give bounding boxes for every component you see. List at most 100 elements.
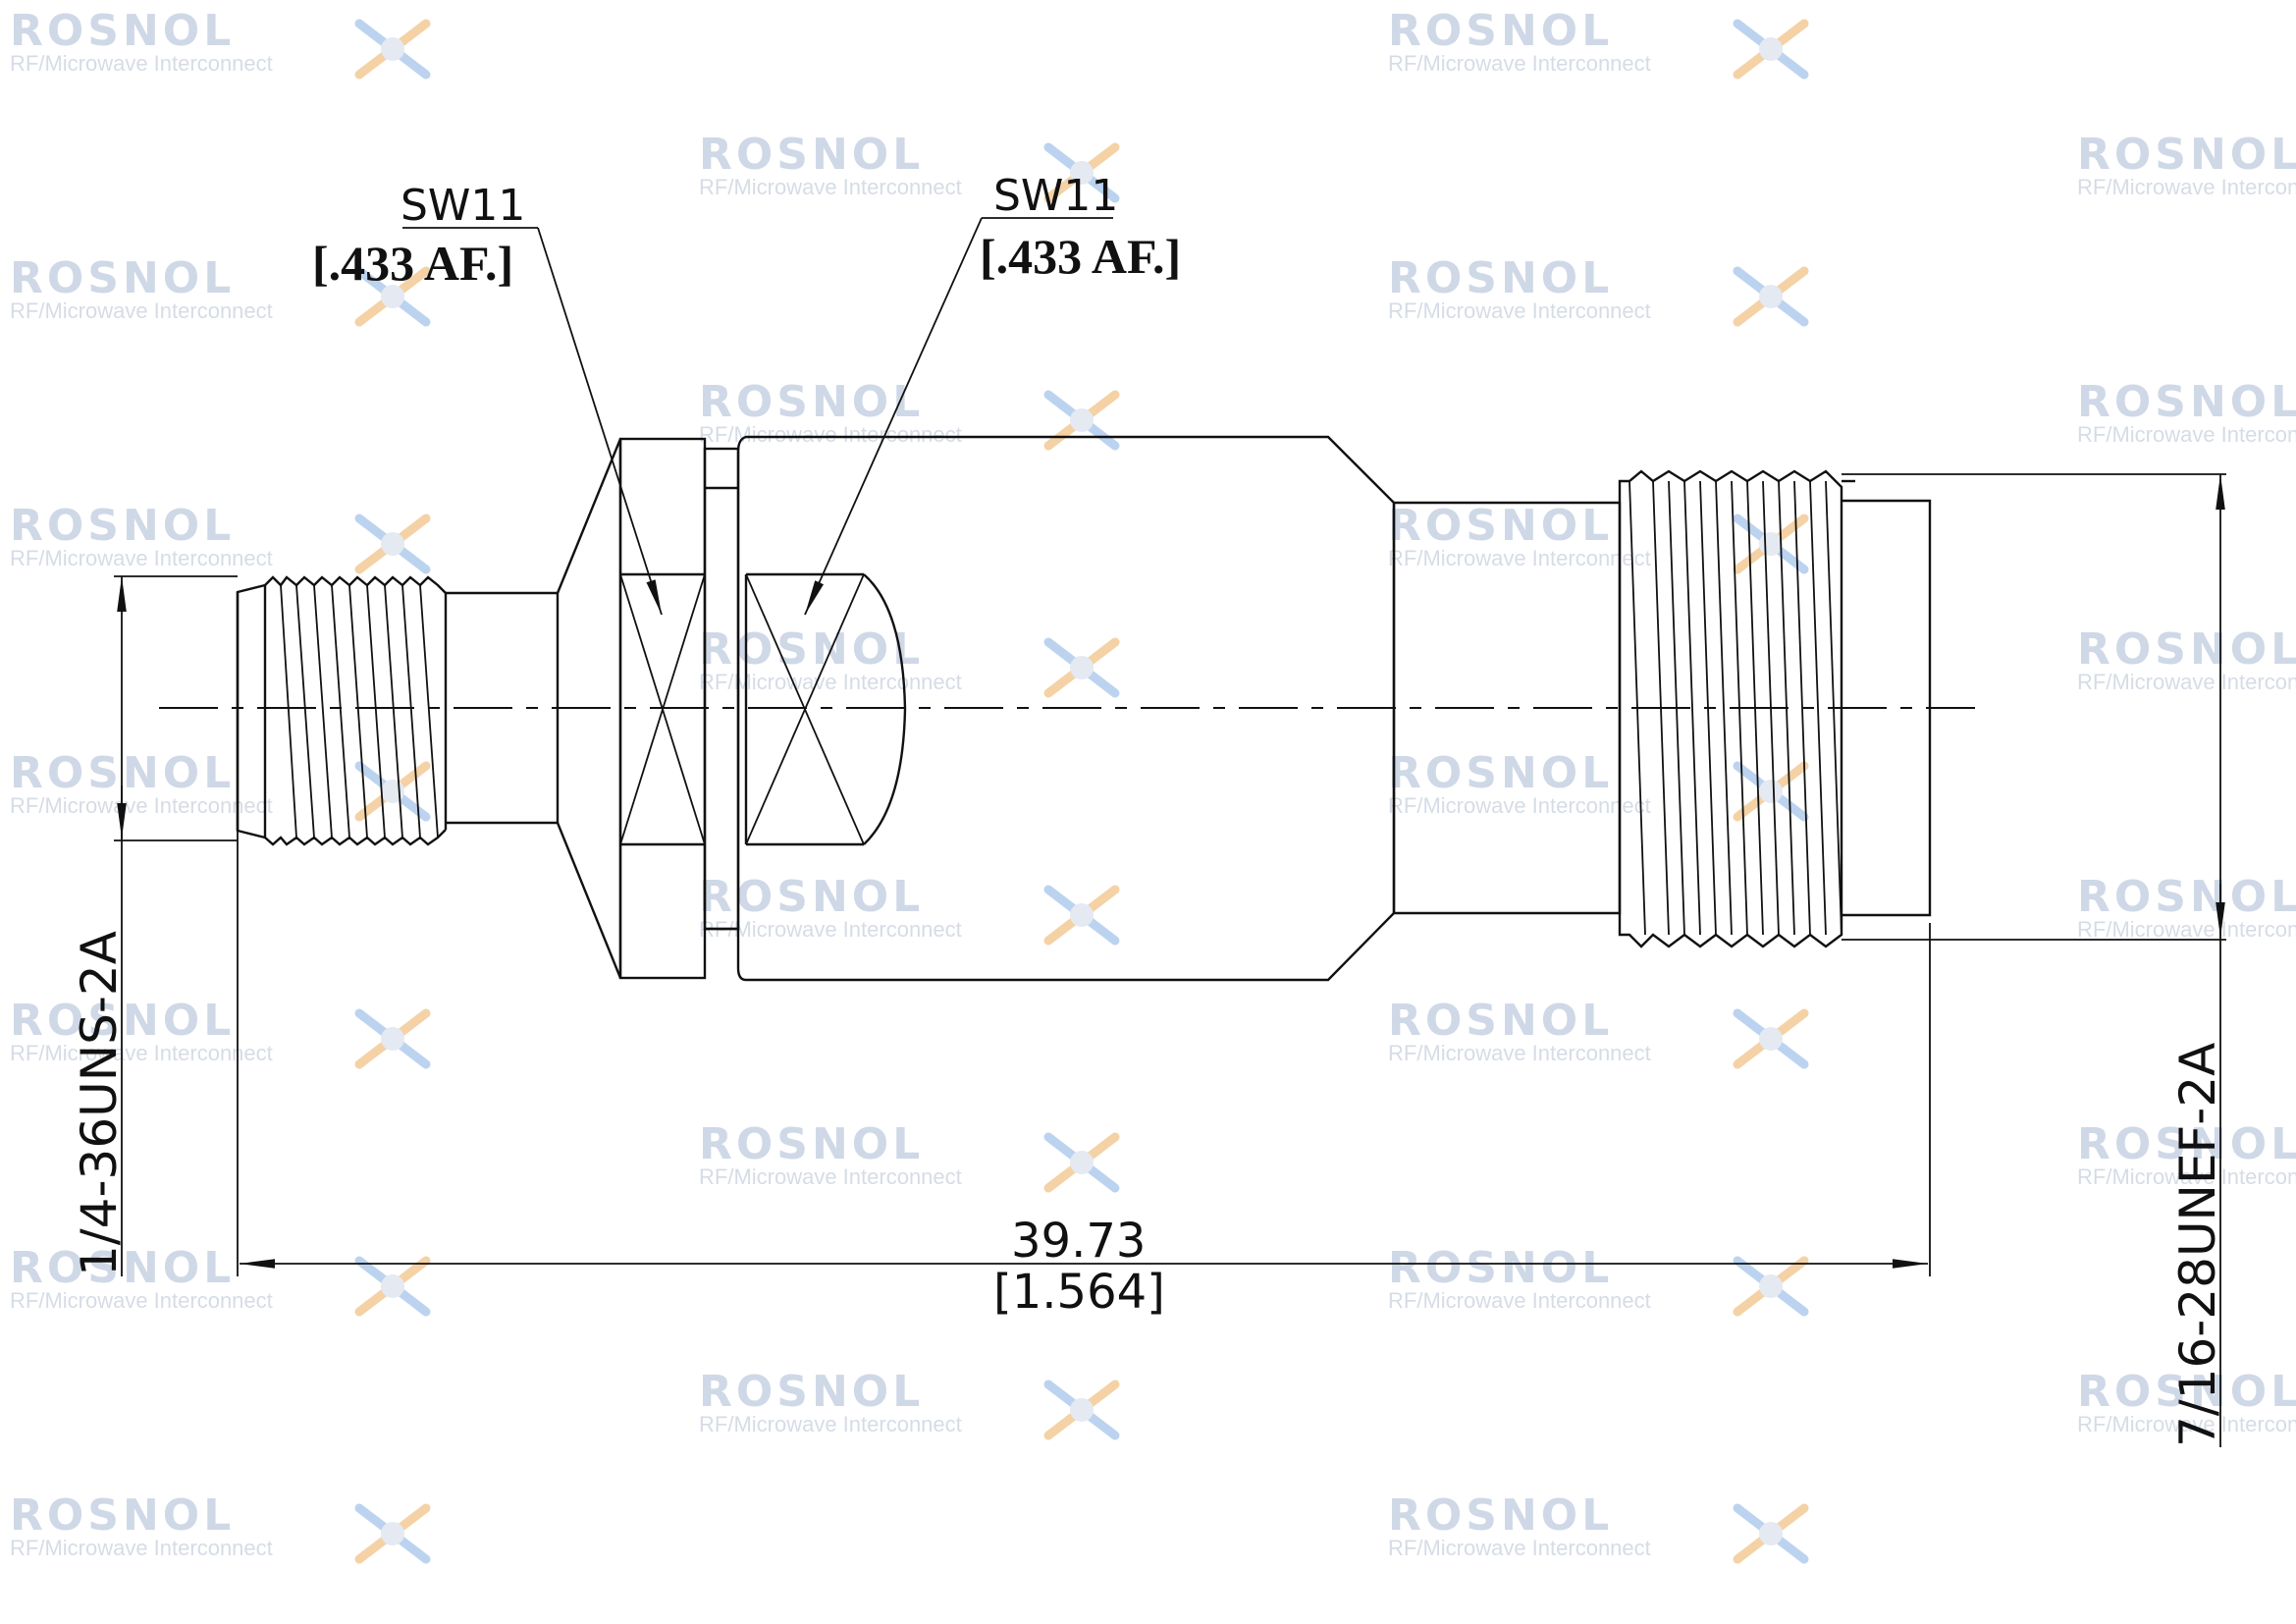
watermark-brand: ROSNOL: [10, 996, 235, 1046]
watermark-logo-icon: [1043, 1132, 1120, 1193]
left-thread-label: 1/4-36UNS-2A: [71, 931, 128, 1276]
watermark-logo-icon: [1043, 637, 1120, 698]
watermark-logo-icon: [354, 19, 431, 80]
watermark-brand: ROSNOL: [2077, 872, 2296, 922]
watermark-tagline: RF/Microwave Interconnect: [2077, 422, 2296, 447]
watermark-brand: ROSNOL: [10, 748, 235, 798]
watermark-tagline: RF/Microwave Interconnect: [699, 1412, 962, 1436]
right-hex-af-label: [.433 AF.]: [980, 229, 1181, 284]
watermark-tagline: RF/Microwave Interconnect: [699, 917, 962, 942]
watermark-tagline: RF/Microwave Interconnect: [10, 298, 273, 323]
watermark-brand: ROSNOL: [1388, 6, 1613, 56]
watermark-tagline: RF/Microwave Interconnect: [699, 422, 962, 447]
watermark-brand: ROSNOL: [699, 1367, 924, 1417]
watermark-logo-icon: [1733, 266, 1809, 327]
watermark-tagline: RF/Microwave Interconnect: [2077, 917, 2296, 942]
watermark-tagline: RF/Microwave Interconnect: [699, 670, 962, 694]
watermark-brand: ROSNOL: [10, 253, 235, 303]
watermark-logo-icon: [354, 1503, 431, 1564]
watermark-brand: ROSNOL: [1388, 748, 1613, 798]
dimension-left-thread: [114, 575, 238, 1276]
watermark-tagline: RF/Microwave Interconnect: [1388, 1288, 1651, 1313]
dimension-overall-length: [237, 823, 1931, 1276]
watermark-tagline: RF/Microwave Interconnect: [2077, 175, 2296, 199]
watermark-brand: ROSNOL: [699, 1119, 924, 1169]
watermark-logo-icon: [1733, 1008, 1809, 1069]
overall-length-in-label: [1.564]: [993, 1265, 1165, 1320]
watermark-tagline: RF/Microwave Interconnect: [2077, 1164, 2296, 1189]
watermark-logo-icon: [1733, 761, 1809, 822]
watermark-tagline: RF/Microwave Interconnect: [1388, 546, 1651, 570]
watermark-tagline: RF/Microwave Interconnect: [2077, 670, 2296, 694]
watermark-brand: ROSNOL: [699, 872, 924, 922]
watermark-brand: ROSNOL: [2077, 1367, 2296, 1417]
watermark-brand: ROSNOL: [1388, 1490, 1613, 1541]
watermark-brand: ROSNOL: [2077, 377, 2296, 427]
left-hex-size-label: SW11: [400, 181, 525, 231]
watermark-logo-icon: [1733, 1503, 1809, 1564]
watermark-tagline: RF/Microwave Interconnect: [1388, 1041, 1651, 1065]
right-thread-section: [1618, 469, 1932, 948]
leader-left-hex: [402, 227, 663, 616]
watermark-logo-icon: [1733, 514, 1809, 574]
watermark-tagline: RF/Microwave Interconnect: [10, 1041, 273, 1065]
watermark-logo-icon: [354, 1008, 431, 1069]
right-hex-size-label: SW11: [993, 171, 1118, 221]
right-thread-label: 7/16-28UNEF-2A: [2169, 1043, 2226, 1447]
watermark-tagline: RF/Microwave Interconnect: [1388, 51, 1651, 76]
watermark-brand: ROSNOL: [2077, 130, 2296, 180]
watermark-tagline: RF/Microwave Interconnect: [10, 1536, 273, 1560]
watermark-brand: ROSNOL: [10, 6, 235, 56]
left-hex-af-label: [.433 AF.]: [312, 236, 513, 291]
watermark-logo-icon: [1043, 885, 1120, 946]
watermark-brand: ROSNOL: [1388, 501, 1613, 551]
watermark-tagline: RF/Microwave Interconnect: [699, 1164, 962, 1189]
leader-right-hex: [804, 217, 1113, 616]
watermark-brand: ROSNOL: [1388, 1243, 1613, 1293]
left-thread-section: [236, 575, 560, 846]
watermark-brand: ROSNOL: [2077, 1119, 2296, 1169]
watermark-logo-icon: [354, 1256, 431, 1317]
watermark-brand: ROSNOL: [1388, 996, 1613, 1046]
watermark-brand: ROSNOL: [10, 501, 235, 551]
watermark-logo-icon: [1733, 19, 1809, 80]
watermark-logo-icon: [1043, 1380, 1120, 1440]
overall-length-mm-label: 39.73: [1011, 1214, 1146, 1269]
watermark-brand: ROSNOL: [1388, 253, 1613, 303]
watermark-brand: ROSNOL: [699, 130, 924, 180]
watermark-logo-icon: [354, 266, 431, 327]
watermark-tagline: RF/Microwave Interconnect: [1388, 1536, 1651, 1560]
watermark-logo-icon: [1043, 142, 1120, 203]
watermark-logo-icon: [1733, 1256, 1809, 1317]
watermark-tagline: RF/Microwave Interconnect: [10, 51, 273, 76]
watermark-tagline: RF/Microwave Interconnect: [1388, 793, 1651, 818]
watermark-brand: ROSNOL: [10, 1243, 235, 1293]
main-body: [736, 435, 1396, 982]
watermark-logo-icon: [354, 514, 431, 574]
watermark-tagline: RF/Microwave Interconnect: [10, 793, 273, 818]
